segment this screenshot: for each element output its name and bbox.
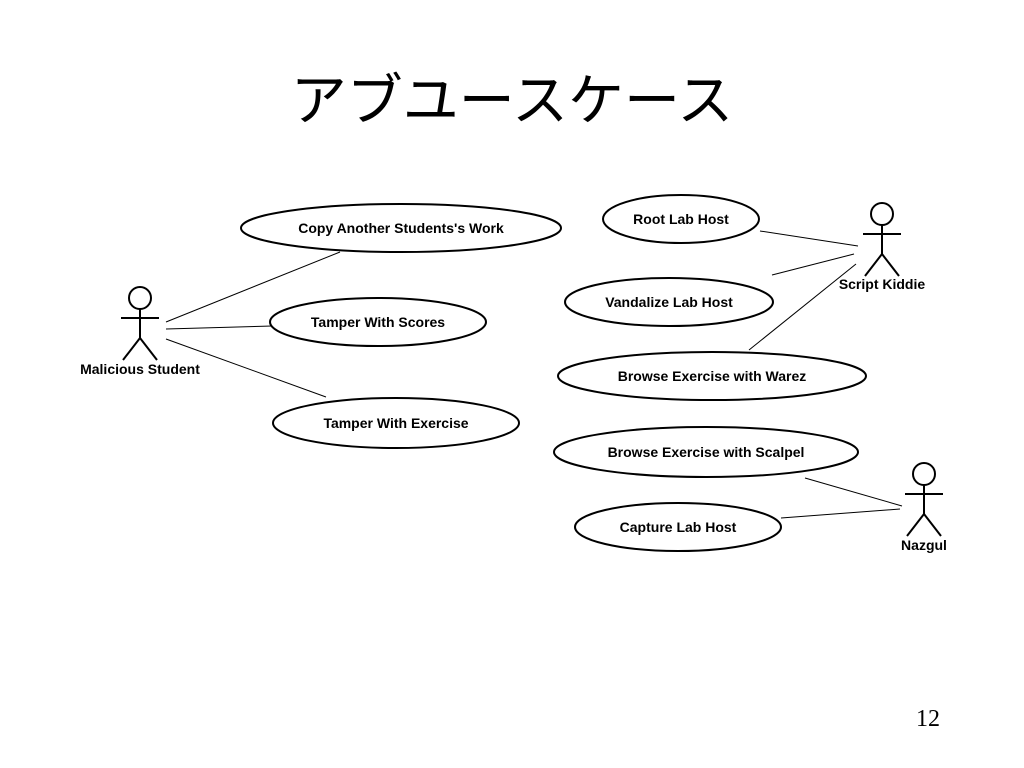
use-case-label: Browse Exercise with Scalpel — [608, 444, 805, 460]
use-case-copy-work: Copy Another Students's Work — [240, 203, 562, 253]
use-case-tamper-scores: Tamper With Scores — [269, 297, 487, 347]
assoc-nazgul-capture-lab-host — [780, 508, 901, 519]
use-case-tamper-exercise: Tamper With Exercise — [272, 397, 520, 449]
page-number: 12 — [916, 706, 940, 732]
assoc-student-copy-work — [165, 251, 341, 323]
assoc-kiddie-vandalize-lab-host — [771, 253, 855, 276]
use-case-ellipse — [602, 194, 760, 244]
assoc-kiddie-browse-warez — [748, 263, 857, 351]
use-case-ellipse — [269, 297, 487, 347]
use-case-capture-lab-host: Capture Lab Host — [574, 502, 782, 552]
use-case-root-lab-host: Root Lab Host — [602, 194, 760, 244]
use-case-ellipse — [574, 502, 782, 552]
use-case-vandalize-lab-host: Vandalize Lab Host — [564, 277, 774, 327]
stick-figure-icon — [121, 286, 159, 361]
use-case-ellipse — [553, 426, 859, 478]
actor-malicious-student: Malicious Student — [80, 286, 200, 377]
stick-figure-icon — [863, 202, 901, 277]
actor-label: Nazgul — [901, 537, 947, 553]
use-case-label: Tamper With Scores — [311, 314, 445, 330]
actor-label: Script Kiddie — [839, 276, 926, 292]
use-case-browse-scalpel: Browse Exercise with Scalpel — [553, 426, 859, 478]
slide-title: アブユースケース — [290, 69, 734, 134]
use-case-label: Copy Another Students's Work — [298, 220, 504, 236]
actor-nazgul: Nazgul — [901, 462, 947, 553]
stick-figure-icon — [905, 462, 943, 537]
assoc-student-tamper-exercise — [165, 338, 327, 398]
use-case-label: Root Lab Host — [633, 211, 729, 227]
actor-label: Malicious Student — [80, 361, 200, 377]
use-case-label: Vandalize Lab Host — [605, 294, 733, 310]
use-case-ellipse — [557, 351, 867, 401]
use-case-ellipse — [240, 203, 562, 253]
assoc-student-tamper-scores — [165, 325, 273, 330]
use-case-browse-warez: Browse Exercise with Warez — [557, 351, 867, 401]
use-case-ellipse — [272, 397, 520, 449]
use-case-label: Browse Exercise with Warez — [618, 368, 807, 384]
use-case-ellipse — [564, 277, 774, 327]
assoc-kiddie-root-lab-host — [759, 230, 859, 247]
actor-script-kiddie: Script Kiddie — [839, 202, 926, 292]
use-case-label: Capture Lab Host — [620, 519, 737, 535]
assoc-nazgul-browse-scalpel — [804, 477, 903, 507]
use-case-label: Tamper With Exercise — [323, 415, 468, 431]
